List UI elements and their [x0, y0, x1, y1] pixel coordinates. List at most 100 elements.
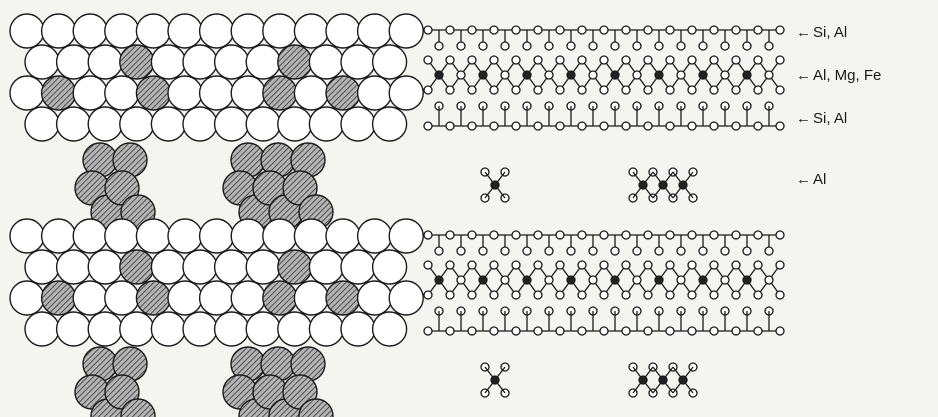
- cation-atom: [434, 70, 444, 80]
- oxygen-atom: [764, 246, 774, 256]
- oxygen-atom: [665, 25, 675, 35]
- open-atom: [340, 106, 376, 142]
- open-atom: [325, 218, 361, 254]
- oxygen-atom: [500, 70, 510, 80]
- open-atom: [104, 13, 140, 49]
- oxygen-atom: [720, 41, 730, 51]
- open-atom: [293, 218, 330, 254]
- open-atom: [230, 280, 266, 316]
- cation-atom: [654, 275, 664, 285]
- oxygen-atom: [533, 290, 543, 300]
- open-atom: [87, 311, 123, 347]
- open-atom: [24, 249, 60, 285]
- oxygen-atom: [731, 55, 741, 65]
- open-atom: [371, 106, 408, 142]
- open-atom: [230, 13, 266, 49]
- shaded-atom: [135, 75, 172, 111]
- oxygen-atom: [687, 260, 697, 270]
- open-atom: [182, 44, 218, 80]
- oxygen-atom: [709, 260, 719, 270]
- oxygen-atom: [489, 326, 499, 336]
- oxygen-atom: [566, 41, 576, 51]
- oxygen-atom: [709, 121, 719, 131]
- open-atom: [308, 249, 345, 285]
- oxygen-atom: [720, 246, 730, 256]
- shaded-atom: [325, 75, 361, 111]
- oxygen-atom: [434, 41, 444, 51]
- open-atom: [388, 218, 424, 254]
- ball-and-stick-model: [423, 25, 785, 398]
- cation-atom: [522, 275, 532, 285]
- open-atom: [9, 13, 45, 49]
- cation-atom: [490, 375, 500, 385]
- oxygen-atom: [588, 275, 598, 285]
- oxygen-atom: [731, 121, 741, 131]
- label-tetrahedral-bottom: ←Si, Al: [796, 110, 848, 127]
- cation-atom: [610, 70, 620, 80]
- oxygen-atom: [643, 326, 653, 336]
- oxygen-atom: [489, 85, 499, 95]
- oxygen-atom: [676, 275, 686, 285]
- open-atom: [356, 13, 393, 49]
- open-atom: [135, 13, 172, 49]
- shaded-atom: [119, 249, 155, 285]
- arrow-left-icon: ←: [796, 171, 811, 188]
- open-atom: [198, 218, 235, 254]
- oxygen-atom: [500, 41, 510, 51]
- oxygen-atom: [489, 55, 499, 65]
- oxygen-atom: [665, 121, 675, 131]
- open-atom: [9, 218, 45, 254]
- open-atom: [104, 218, 140, 254]
- oxygen-atom: [676, 70, 686, 80]
- oxygen-atom: [654, 41, 664, 51]
- oxygen-atom: [423, 260, 433, 270]
- oxygen-atom: [445, 326, 455, 336]
- open-atom: [371, 44, 408, 80]
- oxygen-atom: [753, 290, 763, 300]
- shaded-atom: [262, 280, 298, 316]
- oxygen-atom: [555, 230, 565, 240]
- oxygen-atom: [643, 85, 653, 95]
- oxygen-atom: [467, 25, 477, 35]
- open-atom: [40, 13, 77, 49]
- open-atom: [182, 106, 218, 142]
- oxygen-atom: [511, 85, 521, 95]
- cation-atom: [522, 70, 532, 80]
- oxygen-atom: [511, 326, 521, 336]
- oxygen-atom: [478, 41, 488, 51]
- cation-atom: [566, 275, 576, 285]
- oxygen-atom: [643, 121, 653, 131]
- oxygen-atom: [588, 41, 598, 51]
- oxygen-atom: [599, 121, 609, 131]
- cation-atom: [658, 180, 668, 190]
- cation-atom: [654, 70, 664, 80]
- oxygen-atom: [577, 121, 587, 131]
- open-atom: [293, 280, 330, 316]
- oxygen-atom: [643, 230, 653, 240]
- open-atom: [119, 311, 155, 347]
- oxygen-atom: [731, 326, 741, 336]
- open-atom: [213, 106, 250, 142]
- shaded-atom: [325, 280, 361, 316]
- oxygen-atom: [522, 41, 532, 51]
- open-atom: [245, 311, 281, 347]
- oxygen-atom: [665, 230, 675, 240]
- oxygen-atom: [687, 230, 697, 240]
- oxygen-atom: [423, 326, 433, 336]
- open-atom: [213, 44, 250, 80]
- oxygen-atom: [489, 260, 499, 270]
- oxygen-atom: [533, 85, 543, 95]
- oxygen-atom: [599, 85, 609, 95]
- oxygen-atom: [775, 121, 785, 131]
- oxygen-atom: [533, 25, 543, 35]
- open-atom: [150, 44, 187, 80]
- oxygen-atom: [467, 121, 477, 131]
- cation-atom: [658, 375, 668, 385]
- open-atom: [55, 106, 92, 142]
- oxygen-atom: [478, 246, 488, 256]
- open-atom: [167, 13, 203, 49]
- cation-atom: [566, 70, 576, 80]
- shaded-atom: [135, 280, 172, 316]
- oxygen-atom: [423, 121, 433, 131]
